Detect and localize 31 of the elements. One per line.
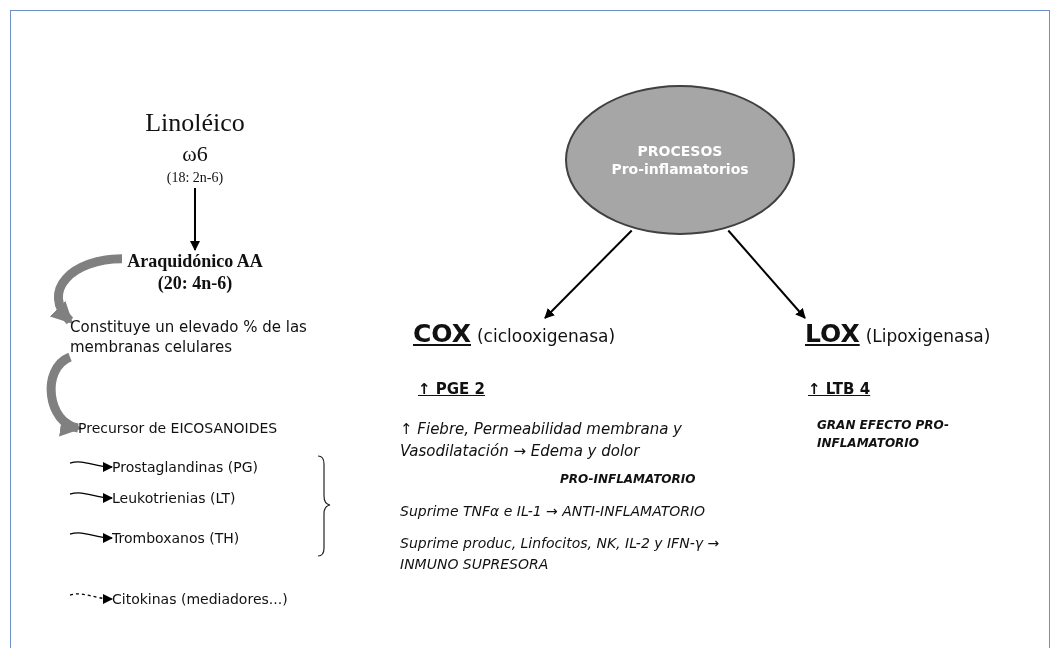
item-text: Tromboxanos (TH) bbox=[112, 528, 312, 548]
arrow bbox=[69, 461, 113, 472]
enzyme-name: (Lipoxigenasa) bbox=[865, 325, 991, 348]
item-text: Prostaglandinas (PG) bbox=[112, 457, 312, 477]
item-text: Citokinas (mediadores...) bbox=[112, 589, 352, 609]
enzyme-abbreviation: COX bbox=[413, 318, 471, 350]
description-text: Precursor de EICOSANOIDES bbox=[78, 418, 358, 438]
item-text: Leukotrienias (LT) bbox=[112, 488, 312, 508]
process-ellipse: PROCESOS Pro-inflamatorios bbox=[565, 85, 795, 235]
product-label: ↑ LTB 4 bbox=[808, 379, 872, 399]
effect-text: Suprime TNFα e IL-1 → ANTI-INFLAMATORIO bbox=[400, 502, 707, 521]
effect-text: Suprime produc, Linfocitos, NK, IL-2 y IFN-γ → INMUNO SUPRESORA bbox=[400, 534, 721, 574]
arrow bbox=[69, 593, 113, 604]
formula-label: (18: 2n-6) bbox=[166, 169, 224, 187]
enzyme-name: (ciclooxigenasa) bbox=[477, 325, 616, 348]
substance-name: Linoléico bbox=[145, 107, 245, 139]
arrow bbox=[50, 254, 123, 325]
arrow bbox=[190, 187, 200, 251]
effect-text: GRAN EFECTO PRO-INFLAMATORIO bbox=[817, 417, 950, 452]
arrow bbox=[69, 492, 113, 503]
description-text: Constituye un elevado % de las membranas celulares bbox=[70, 317, 320, 357]
arrow bbox=[69, 532, 113, 543]
substance-name: Araquidónico AA bbox=[127, 250, 263, 272]
effect-text: ↑ Fiebre, Permeabilidad membrana y Vasodilatación → Edema y dolor bbox=[400, 419, 683, 462]
arrow bbox=[727, 229, 806, 319]
formula-label: (20: 4n-6) bbox=[157, 272, 233, 294]
omega-label: ω6 bbox=[182, 140, 208, 168]
effect-text: PRO-INFLAMATORIO bbox=[560, 471, 697, 488]
arrow bbox=[544, 229, 633, 319]
product-label: ↑ PGE 2 bbox=[418, 379, 486, 399]
enzyme-abbreviation: LOX bbox=[805, 318, 860, 350]
